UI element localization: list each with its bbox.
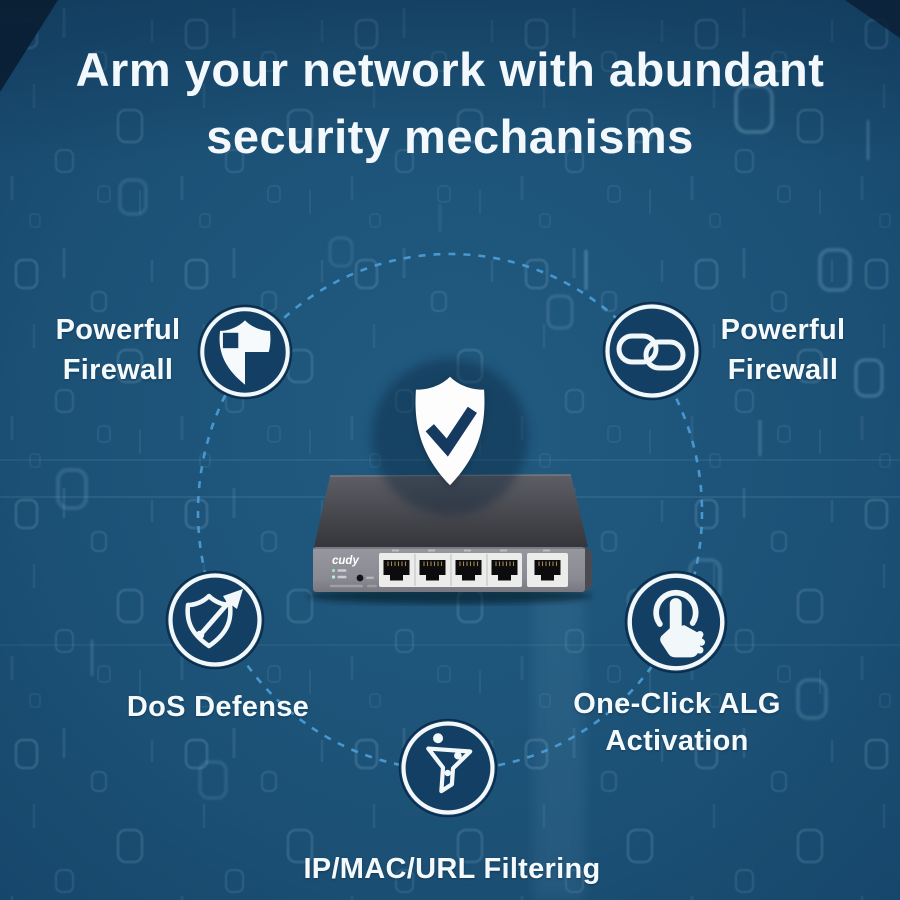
brand-logo: cudy [332,555,359,567]
feature-label-powerful-firewall-left: Powerful Firewall [55,314,181,386]
badge-one-click-alg [624,570,728,674]
uplink-port [527,553,568,587]
feature-label-ip-mac-url-filtering: IP/MAC/URL Filtering [303,853,601,885]
page-title-line2: security mechanisms [206,110,694,163]
badge-dos-defense [165,570,265,670]
funnel-filter-icon [398,718,498,818]
corner-fold-top-left [0,0,58,92]
reset-button [356,574,364,582]
feature-label-one-click-alg: One-Click ALG Activation [573,688,781,757]
shield-checkmark-icon [415,376,485,486]
corner-fold-top-right [845,0,900,38]
feature-label-powerful-firewall-right: Powerful Firewall [720,314,846,386]
badge-ip-mac-url-filtering [398,718,498,818]
page-title-line1: Arm your network with abundant [75,43,825,96]
feature-label-dos-defense: DoS Defense [126,691,310,723]
page-title: Arm your network with abundant security … [0,36,900,170]
port-group [379,553,522,587]
tap-finger-icon [624,570,728,674]
shield-dart-icon [165,570,265,670]
